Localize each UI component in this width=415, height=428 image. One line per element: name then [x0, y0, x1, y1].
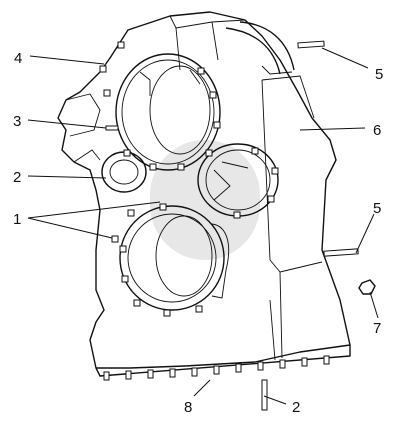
leader-lines: [27, 47, 379, 405]
upper-bore: [115, 53, 221, 171]
stud-bolt-5-right: [323, 248, 359, 257]
callout-7: 7: [373, 320, 381, 337]
callout-labels: 4 5 3 6 2 5 1 7 8 2: [13, 50, 383, 416]
stud-bolt-2-bottom: [261, 379, 268, 411]
callout-5-top: 5: [375, 66, 383, 83]
small-stud-3: [105, 125, 119, 131]
callout-5-right: 5: [373, 200, 381, 217]
nut-7: [358, 279, 376, 295]
callout-6: 6: [373, 122, 381, 139]
callout-8: 8: [184, 399, 192, 416]
callout-3: 3: [13, 113, 21, 130]
bore-bolts: [99, 41, 279, 317]
callout-4: 4: [14, 50, 22, 67]
base-flange-bolts: [103, 355, 330, 381]
lower-bore: [119, 205, 225, 311]
callout-1: 1: [13, 211, 21, 228]
stud-bolt-5-top: [297, 40, 325, 49]
side-cover-flange: [101, 151, 147, 193]
callout-2-bottom: 2: [292, 399, 300, 416]
retaining-plate: [211, 223, 230, 299]
callout-2-left: 2: [13, 169, 21, 186]
gearbox-housing: [57, 11, 351, 377]
